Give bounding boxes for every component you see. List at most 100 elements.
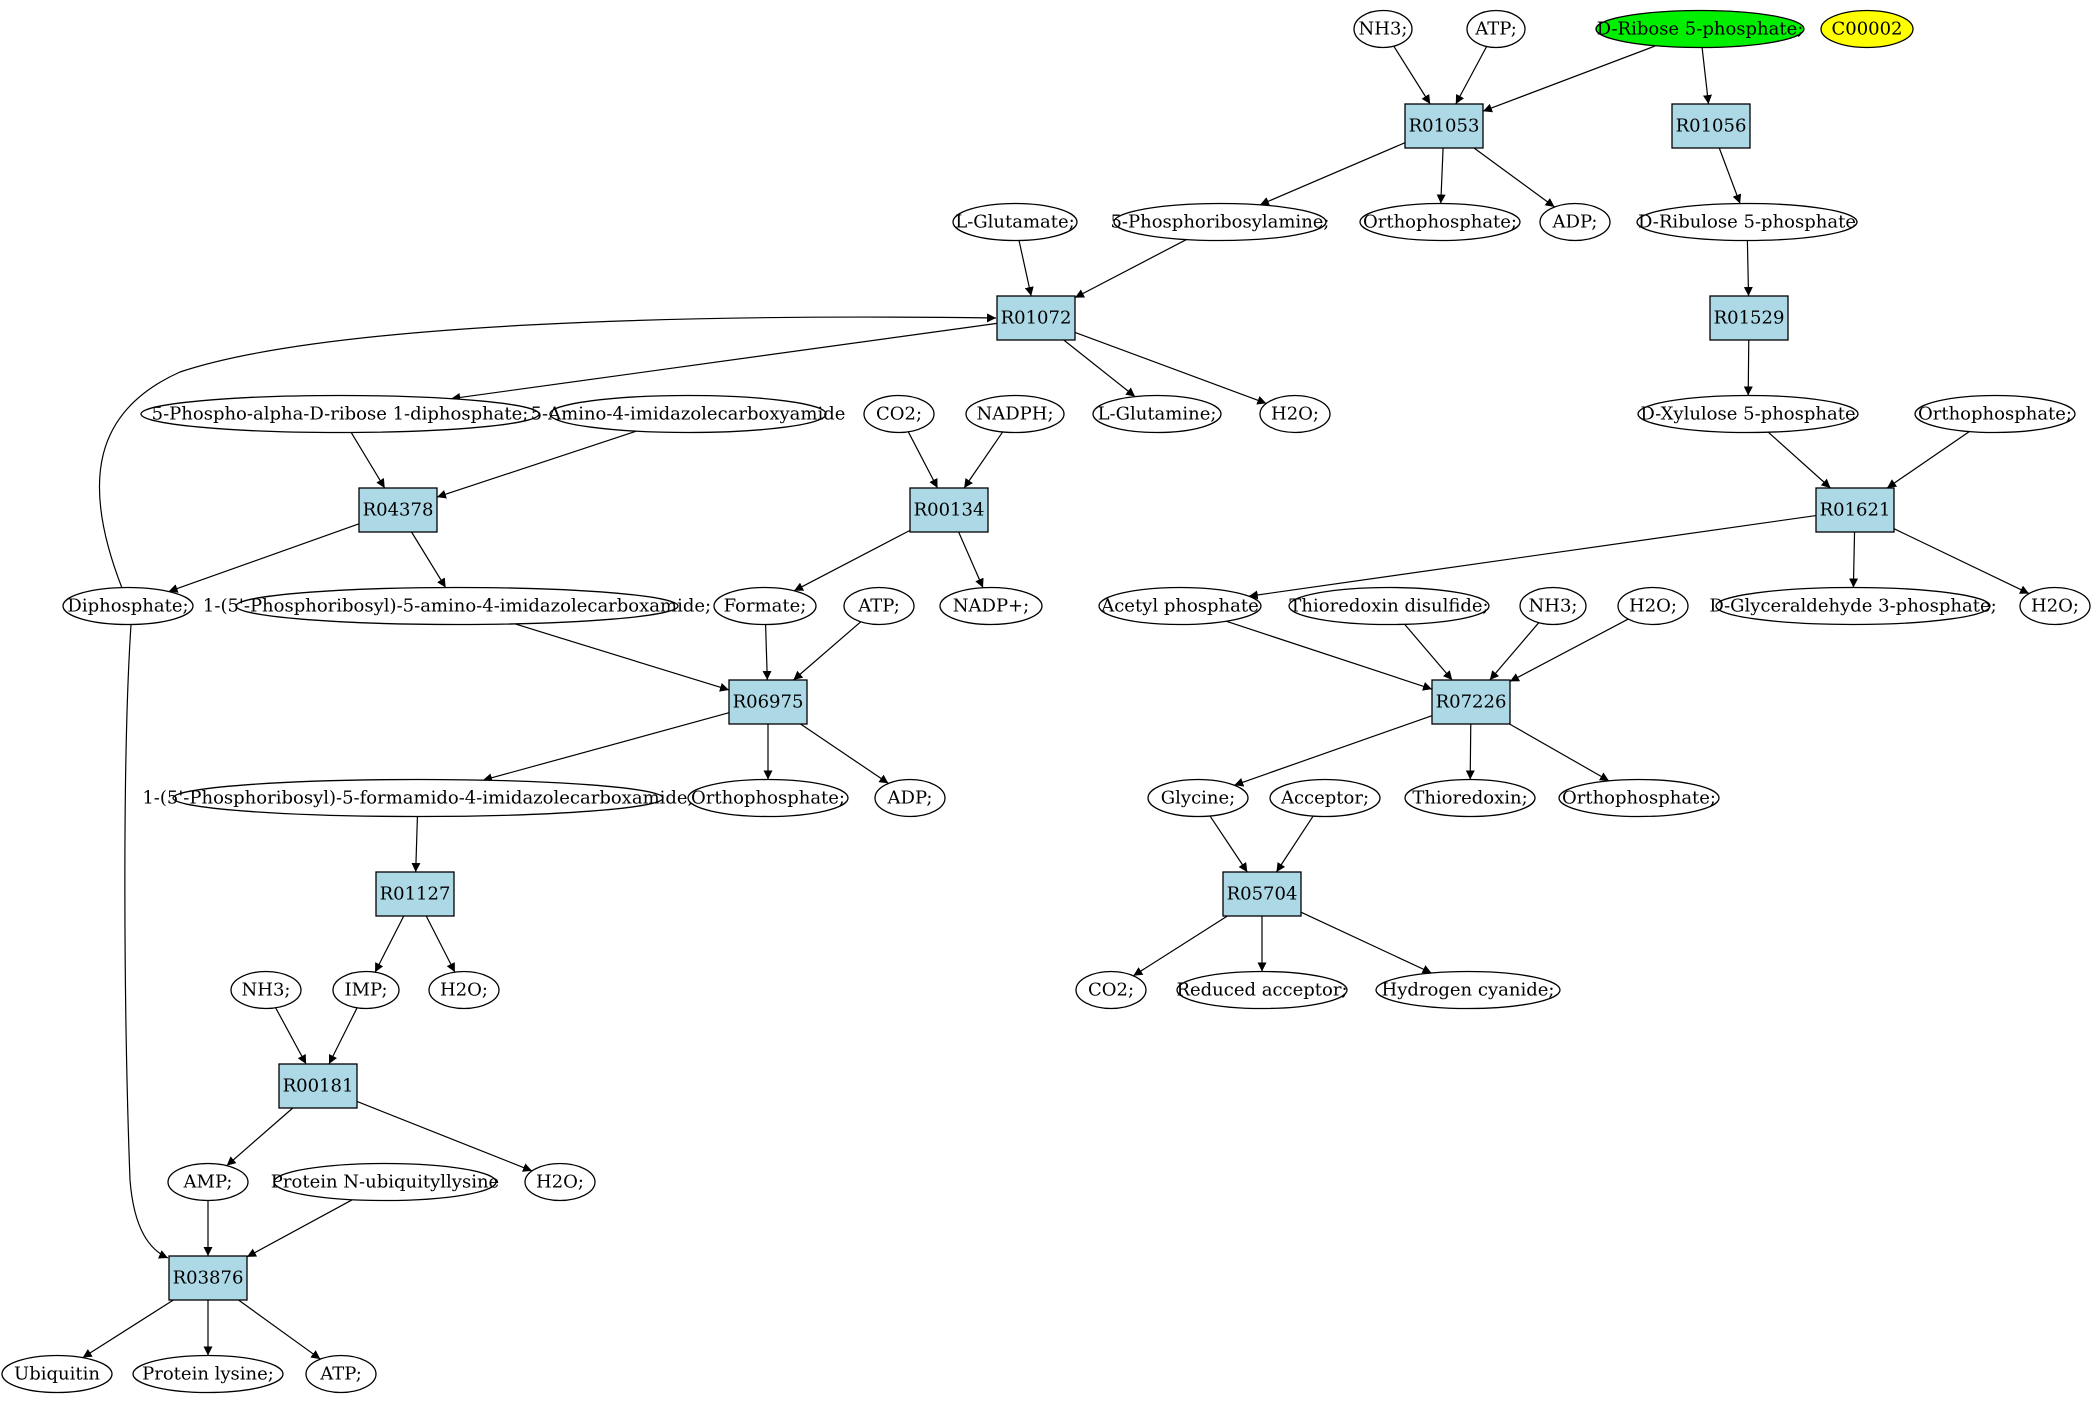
node-label: R05704 [1227, 884, 1298, 905]
compound-ellipse [2019, 586, 2091, 626]
reaction-box [1404, 103, 1484, 149]
edge-r00134-to-formate [793, 529, 911, 592]
compound-node-faica: 1-(5'-Phosphoribosyl)-5-formamido-4-imid… [142, 778, 694, 818]
node-label: Orthophosphate; [691, 788, 845, 809]
node-label: R06975 [733, 692, 804, 713]
compound-node-h2o-e: H2O; [524, 1162, 596, 1202]
node-label: D-Ribose 5-phosphate; [1597, 19, 1804, 40]
compound-node-orthop-a: Orthophosphate; [1359, 202, 1521, 242]
node-label: H2O; [440, 980, 488, 1001]
compound-node-nh3-b: NH3; [1519, 586, 1587, 626]
compound-node-prpp: 5-Phospho-alpha-D-ribose 1-diphosphate; [140, 394, 540, 434]
node-label: D-Glyceraldehyde 3-phosphate; [1709, 596, 1996, 617]
edge-acceptor-to-r05704 [1275, 815, 1314, 873]
node-label: 5-Phospho-alpha-D-ribose 1-diphosphate; [152, 404, 529, 425]
compound-node-nadph: NADPH; [965, 394, 1065, 434]
compound-node-h2o-c: H2O; [2019, 586, 2091, 626]
edge-r07226-to-orthop_d [1509, 723, 1610, 782]
compound-ellipse [428, 970, 500, 1010]
compound-node-co2-a: CO2; [863, 394, 935, 434]
compound-ellipse [305, 1354, 377, 1394]
compound-node-orthop-b: Orthophosphate; [1914, 394, 2076, 434]
node-label: ATP; [319, 1364, 362, 1385]
edge-r07226-to-glycine [1234, 715, 1433, 787]
edge-r04378-to-diphosphate [168, 523, 360, 593]
compound-ellipse [1269, 778, 1381, 818]
compound-ellipse [167, 1162, 249, 1202]
reaction-box [168, 1255, 248, 1301]
node-label: R01621 [1820, 500, 1891, 521]
compound-ellipse [1353, 9, 1413, 49]
compound-ellipse [1, 1354, 113, 1394]
edge-atp_a-to-r01053 [1455, 46, 1488, 105]
edge-glutamate-to-r01072 [1018, 240, 1034, 297]
edge-r01053-to-prib_amine [1259, 142, 1406, 206]
node-label: IMP; [344, 980, 387, 1001]
compound-node-paica: 1-(5'-Phosphoribosyl)-5-amino-4-imidazol… [203, 586, 711, 626]
compound-node-aica: 5-Amino-4-imidazolecarboxyamide [531, 394, 845, 434]
compound-node-thioredoxin: Thioredoxin; [1404, 778, 1536, 818]
edge-aica-to-r04378 [436, 430, 637, 499]
nodes: NH3;ATP;D-Ribose 5-phosphate;C00002R0105… [1, 9, 2091, 1394]
edge-prot_ubiq-to-r03876 [246, 1199, 353, 1258]
reaction-node-r01056: R01056 [1671, 103, 1751, 149]
node-label: D-Ribulose 5-phosphate [1638, 212, 1856, 233]
reaction-box [909, 487, 989, 533]
node-label: R01529 [1714, 308, 1785, 329]
node-label: Hydrogen cyanide; [1382, 980, 1555, 1001]
node-label: Thioredoxin; [1412, 788, 1527, 809]
node-label: H2O; [2031, 596, 2079, 617]
node-label: ATP; [1474, 19, 1517, 40]
edge-r05704-to-hcn [1300, 911, 1432, 974]
edge-r01072-to-h2o_a [1074, 331, 1267, 405]
edge-r01529-to-xylulose5p [1743, 339, 1753, 396]
edge-h2o_b-to-r07226 [1509, 618, 1629, 682]
compound-node-atp-b: ATP; [843, 586, 915, 626]
compound-node-ribulose5p: D-Ribulose 5-phosphate [1636, 202, 1858, 242]
node-label: Acetyl phosphate [1100, 596, 1259, 617]
edge-r01072-to-glutamine [1063, 339, 1136, 398]
compound-ellipse [687, 778, 849, 818]
reaction-box [728, 679, 808, 725]
reaction-node-r01127: R01127 [375, 871, 455, 917]
node-label: L-Glutamine; [1098, 404, 1217, 425]
compound-ellipse [1092, 394, 1222, 434]
edge-trx_disulfide-to-r07226 [1404, 623, 1453, 681]
node-label: ADP; [1552, 212, 1598, 233]
node-label: R01056 [1676, 116, 1747, 137]
compound-ellipse [235, 586, 679, 626]
node-label: Protein lysine; [142, 1364, 274, 1385]
node-label: NADP+; [953, 596, 1029, 617]
edge-nh3_c-to-r00181 [275, 1007, 307, 1065]
compound-node-prib-amine: 5-Phosphoribosylamine; [1110, 202, 1330, 242]
compound-ellipse [1113, 202, 1327, 242]
reaction-box [1815, 487, 1895, 533]
edge-ribose5p-to-r01056 [1701, 47, 1712, 105]
reaction-box [1431, 679, 1511, 725]
compound-node-acetylp: Acetyl phosphate [1098, 586, 1262, 626]
compound-ellipse [1147, 778, 1249, 818]
compound-ellipse [1914, 394, 2076, 434]
compound-node-xylulose5p: D-Xylulose 5-phosphate [1637, 394, 1859, 434]
compound-ellipse [874, 778, 946, 818]
compound-node-h2o-a: H2O; [1259, 394, 1331, 434]
compound-ellipse [140, 394, 540, 434]
reaction-node-r05704: R05704 [1222, 871, 1302, 917]
node-label: NH3; [242, 980, 291, 1001]
edge-xylulose5p-to-r01621 [1767, 431, 1831, 489]
compound-ellipse [1558, 778, 1720, 818]
edge-r04378-to-paica [411, 531, 447, 588]
node-label: NADPH; [976, 404, 1053, 425]
compound-node-nh3-a: NH3; [1353, 9, 1413, 49]
compound-ellipse [172, 778, 664, 818]
edge-r00181-to-amp [226, 1107, 294, 1167]
compound-ellipse [863, 394, 935, 434]
edge-prib_amine-to-r01072 [1074, 239, 1187, 299]
reaction-node-r01529: R01529 [1709, 295, 1789, 341]
node-label: Glycine; [1161, 788, 1235, 809]
compound-ellipse [230, 970, 302, 1010]
edge-r03876-to-ubiquitin [82, 1299, 174, 1359]
node-label: H2O; [1271, 404, 1319, 425]
compound-node-amp: AMP; [167, 1162, 249, 1202]
compound-ellipse [1519, 586, 1587, 626]
